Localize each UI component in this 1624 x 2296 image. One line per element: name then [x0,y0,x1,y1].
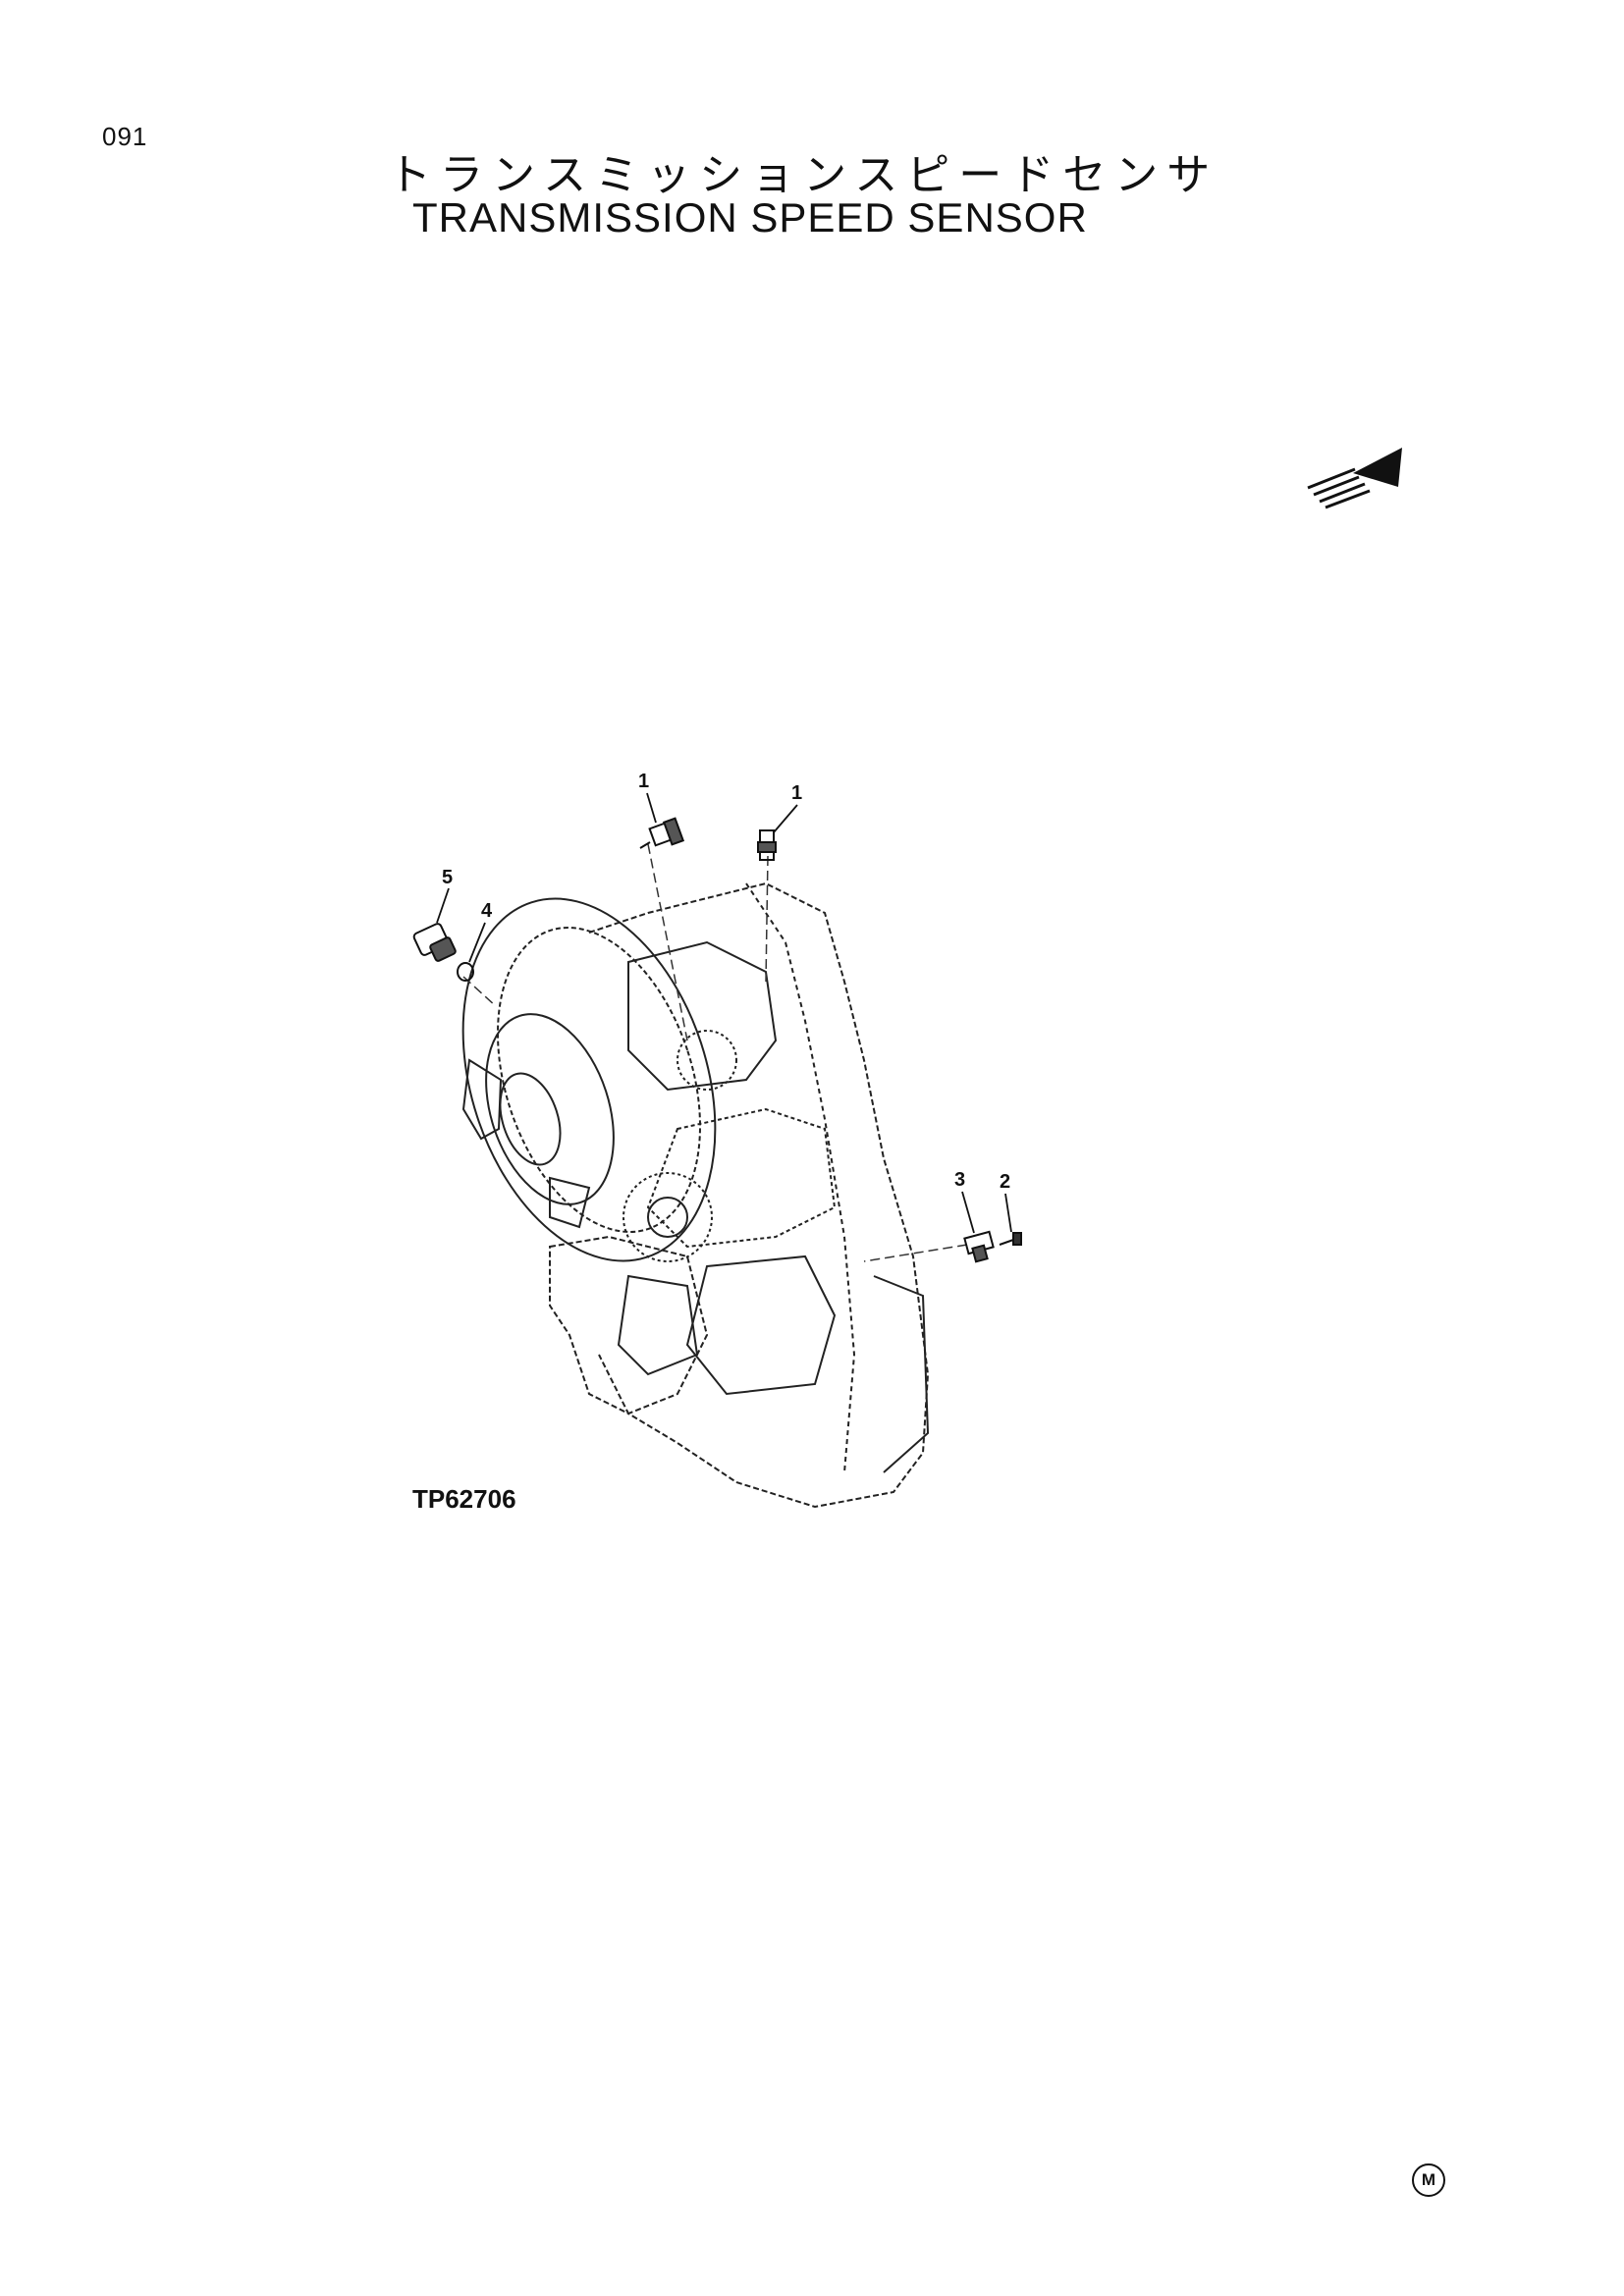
assembly-lines [462,843,968,1262]
figure-code: TP62706 [412,1484,516,1514]
callout-1-right: 1 [791,782,802,804]
transmission-housing [461,881,930,1509]
callout-1-left: 1 [638,771,649,792]
callout-3: 3 [954,1169,965,1191]
speed-sensor-part-3[interactable] [963,1230,995,1263]
plug-part-5[interactable] [412,923,457,962]
speed-sensor-part-1-left[interactable] [639,817,685,849]
page-title-english: TRANSMISSION SPEED SENSOR [412,194,1088,240]
callout-2: 2 [1000,1171,1010,1193]
page-number: 091 [102,122,148,151]
speed-sensor-part-1-right[interactable] [757,829,777,861]
page-title-japanese: トランスミッションスピードセンサ [388,150,1219,200]
direction-arrow-icon [1307,448,1402,509]
bolt-part-2[interactable] [999,1232,1022,1246]
o-ring-part-4[interactable] [457,962,474,982]
callout-4: 4 [481,900,493,922]
callout-leaders [436,792,1012,1234]
callout-5: 5 [442,867,453,888]
maker-mark-icon: M [1412,2163,1445,2197]
